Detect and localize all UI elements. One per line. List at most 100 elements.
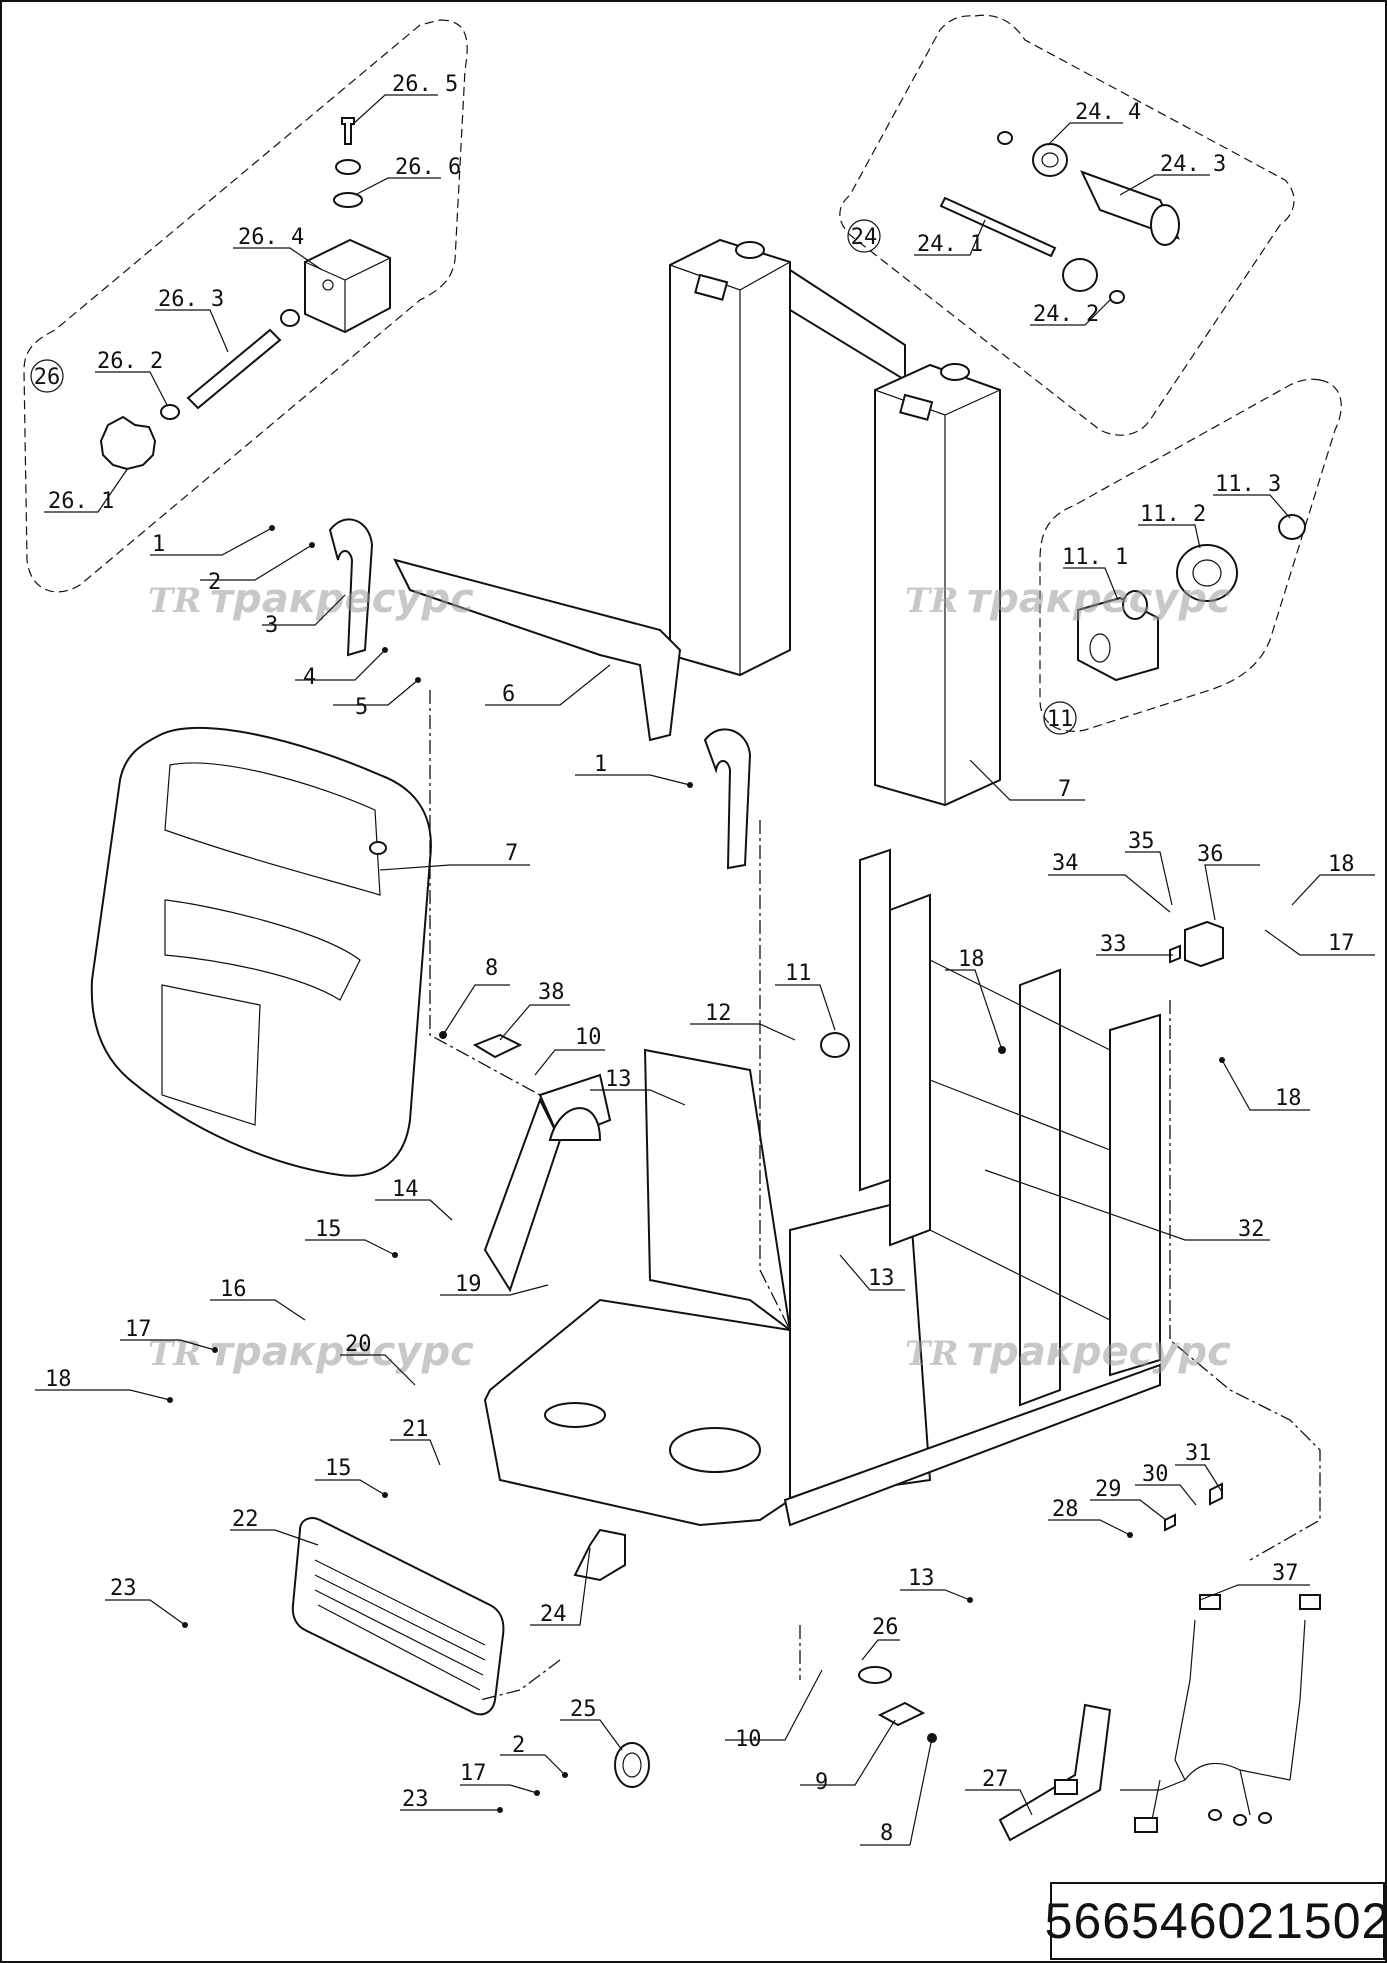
- watermark-logo: TR: [905, 581, 959, 621]
- callout-label: 2: [208, 570, 221, 595]
- watermark-text: тракресурс: [210, 576, 474, 622]
- nut-26-2: [160, 404, 180, 420]
- callout: 11: [775, 961, 836, 1031]
- callout: 31: [1175, 1441, 1223, 1493]
- callout: 26: [861, 1615, 900, 1661]
- crossbar-6: [393, 558, 682, 742]
- callout-label: 26: [872, 1615, 899, 1640]
- callout-label: 19: [455, 1272, 482, 1297]
- callout-group: 26. 5 26. 6 26. 4 26. 3 26. 2 26. 1 24. …: [35, 72, 1375, 1846]
- callout: 37: [1199, 1561, 1310, 1601]
- callout-label: 18: [958, 947, 985, 972]
- callout: 17: [120, 1317, 216, 1351]
- callout-label: 5: [355, 695, 368, 720]
- callout: 14: [375, 1177, 453, 1221]
- callout: 36: [1197, 842, 1260, 921]
- callout-label: 11. 3: [1215, 472, 1281, 497]
- washer-26-6: [333, 192, 363, 208]
- callout: 13: [900, 1566, 971, 1601]
- callout-label: 24. 4: [1075, 100, 1141, 125]
- callout-label: 23: [402, 1787, 429, 1812]
- callout: 27: [965, 1767, 1033, 1816]
- bracket-27: [998, 1703, 1112, 1842]
- callout-label: 24. 3: [1160, 152, 1226, 177]
- bearing-24-2: [1062, 258, 1098, 292]
- chassis-frame-19: [483, 1048, 1161, 1527]
- callout: 5: [333, 679, 419, 720]
- knob-26-1: [99, 415, 157, 471]
- callout: 28: [1048, 1497, 1131, 1536]
- snap-ring-11-3: [1278, 514, 1306, 540]
- mast-uprights: [859, 848, 1161, 1407]
- callout: 22: [230, 1507, 319, 1546]
- rear-grille-22: [291, 1517, 505, 1716]
- watermark-logo: TR: [148, 581, 202, 621]
- callout: 12: [690, 1001, 796, 1041]
- fasteners: [167, 525, 1225, 1813]
- callout: 18: [1221, 1059, 1310, 1111]
- callout: 26. 2: [95, 349, 168, 406]
- callout-label: 18: [1328, 852, 1355, 877]
- callout: 2: [200, 544, 313, 595]
- group-11-number: 11: [1047, 707, 1074, 732]
- front-cover-7: [90, 726, 432, 1177]
- callout: 11. 1: [1062, 545, 1128, 601]
- callout-label: 16: [220, 1277, 247, 1302]
- callout-label: 1: [594, 752, 607, 777]
- callout: 32: [984, 1169, 1270, 1242]
- handle-brackets: [328, 518, 752, 870]
- callout-label: 13: [868, 1266, 895, 1291]
- callout-label: 26. 4: [238, 225, 304, 250]
- callout: 9: [800, 1719, 896, 1795]
- callout-label: 24. 2: [1033, 302, 1099, 327]
- callout: 20: [340, 1332, 416, 1386]
- group-26-number: 26: [34, 365, 61, 390]
- callout: 1: [575, 752, 691, 786]
- callout-label: 4: [303, 665, 316, 690]
- callout-label: 23: [110, 1576, 137, 1601]
- callout-label: 26. 2: [97, 349, 163, 374]
- callout: 10: [534, 1025, 605, 1076]
- callout: 13: [839, 1254, 905, 1291]
- screw-26-5: [341, 117, 355, 145]
- callout-label: 2: [512, 1733, 525, 1758]
- watermark-logo: TR: [148, 1334, 202, 1374]
- callout-label: 22: [232, 1507, 259, 1532]
- callout: 24. 3: [1119, 152, 1226, 196]
- callout-label: 14: [392, 1177, 419, 1202]
- callout: 30: [1135, 1462, 1197, 1506]
- callout: 17: [460, 1761, 538, 1794]
- pivot-11: [820, 1032, 850, 1058]
- plate-36: [1184, 920, 1224, 968]
- group-24-detail: 24: [839, 14, 1295, 436]
- callout: 24. 2: [1030, 299, 1111, 327]
- callout-label: 10: [575, 1025, 602, 1050]
- callout-label: 11. 1: [1062, 545, 1128, 570]
- callout: 18: [35, 1367, 171, 1401]
- callout-label: 31: [1185, 1441, 1212, 1466]
- callout-label: 26. 6: [395, 155, 461, 180]
- callout: 2: [500, 1733, 566, 1776]
- callout-label: 35: [1128, 829, 1155, 854]
- callout-label: 10: [735, 1727, 762, 1752]
- callout-label: 15: [325, 1456, 352, 1481]
- group-11-circle: [1043, 701, 1077, 735]
- group-24-circle: [847, 219, 881, 253]
- callout-label: 7: [1058, 777, 1071, 802]
- callout: 24. 1: [914, 219, 986, 257]
- group-11-detail: 11: [1039, 378, 1342, 735]
- callout: 16: [210, 1277, 306, 1321]
- watermark-logo: TR: [905, 1334, 959, 1374]
- callout: 26. 3: [155, 287, 229, 353]
- callout: 38: [499, 980, 570, 1041]
- callout: 1: [150, 527, 273, 557]
- callout: 13: [590, 1067, 686, 1106]
- roller-24: [573, 1528, 626, 1582]
- callout: 25: [560, 1697, 623, 1751]
- knob-26: [858, 1666, 892, 1684]
- callout: 34: [1048, 851, 1171, 913]
- bearing-24-4: [1032, 143, 1068, 177]
- callout: 29: [1090, 1477, 1167, 1521]
- group-24-number: 24: [851, 225, 878, 250]
